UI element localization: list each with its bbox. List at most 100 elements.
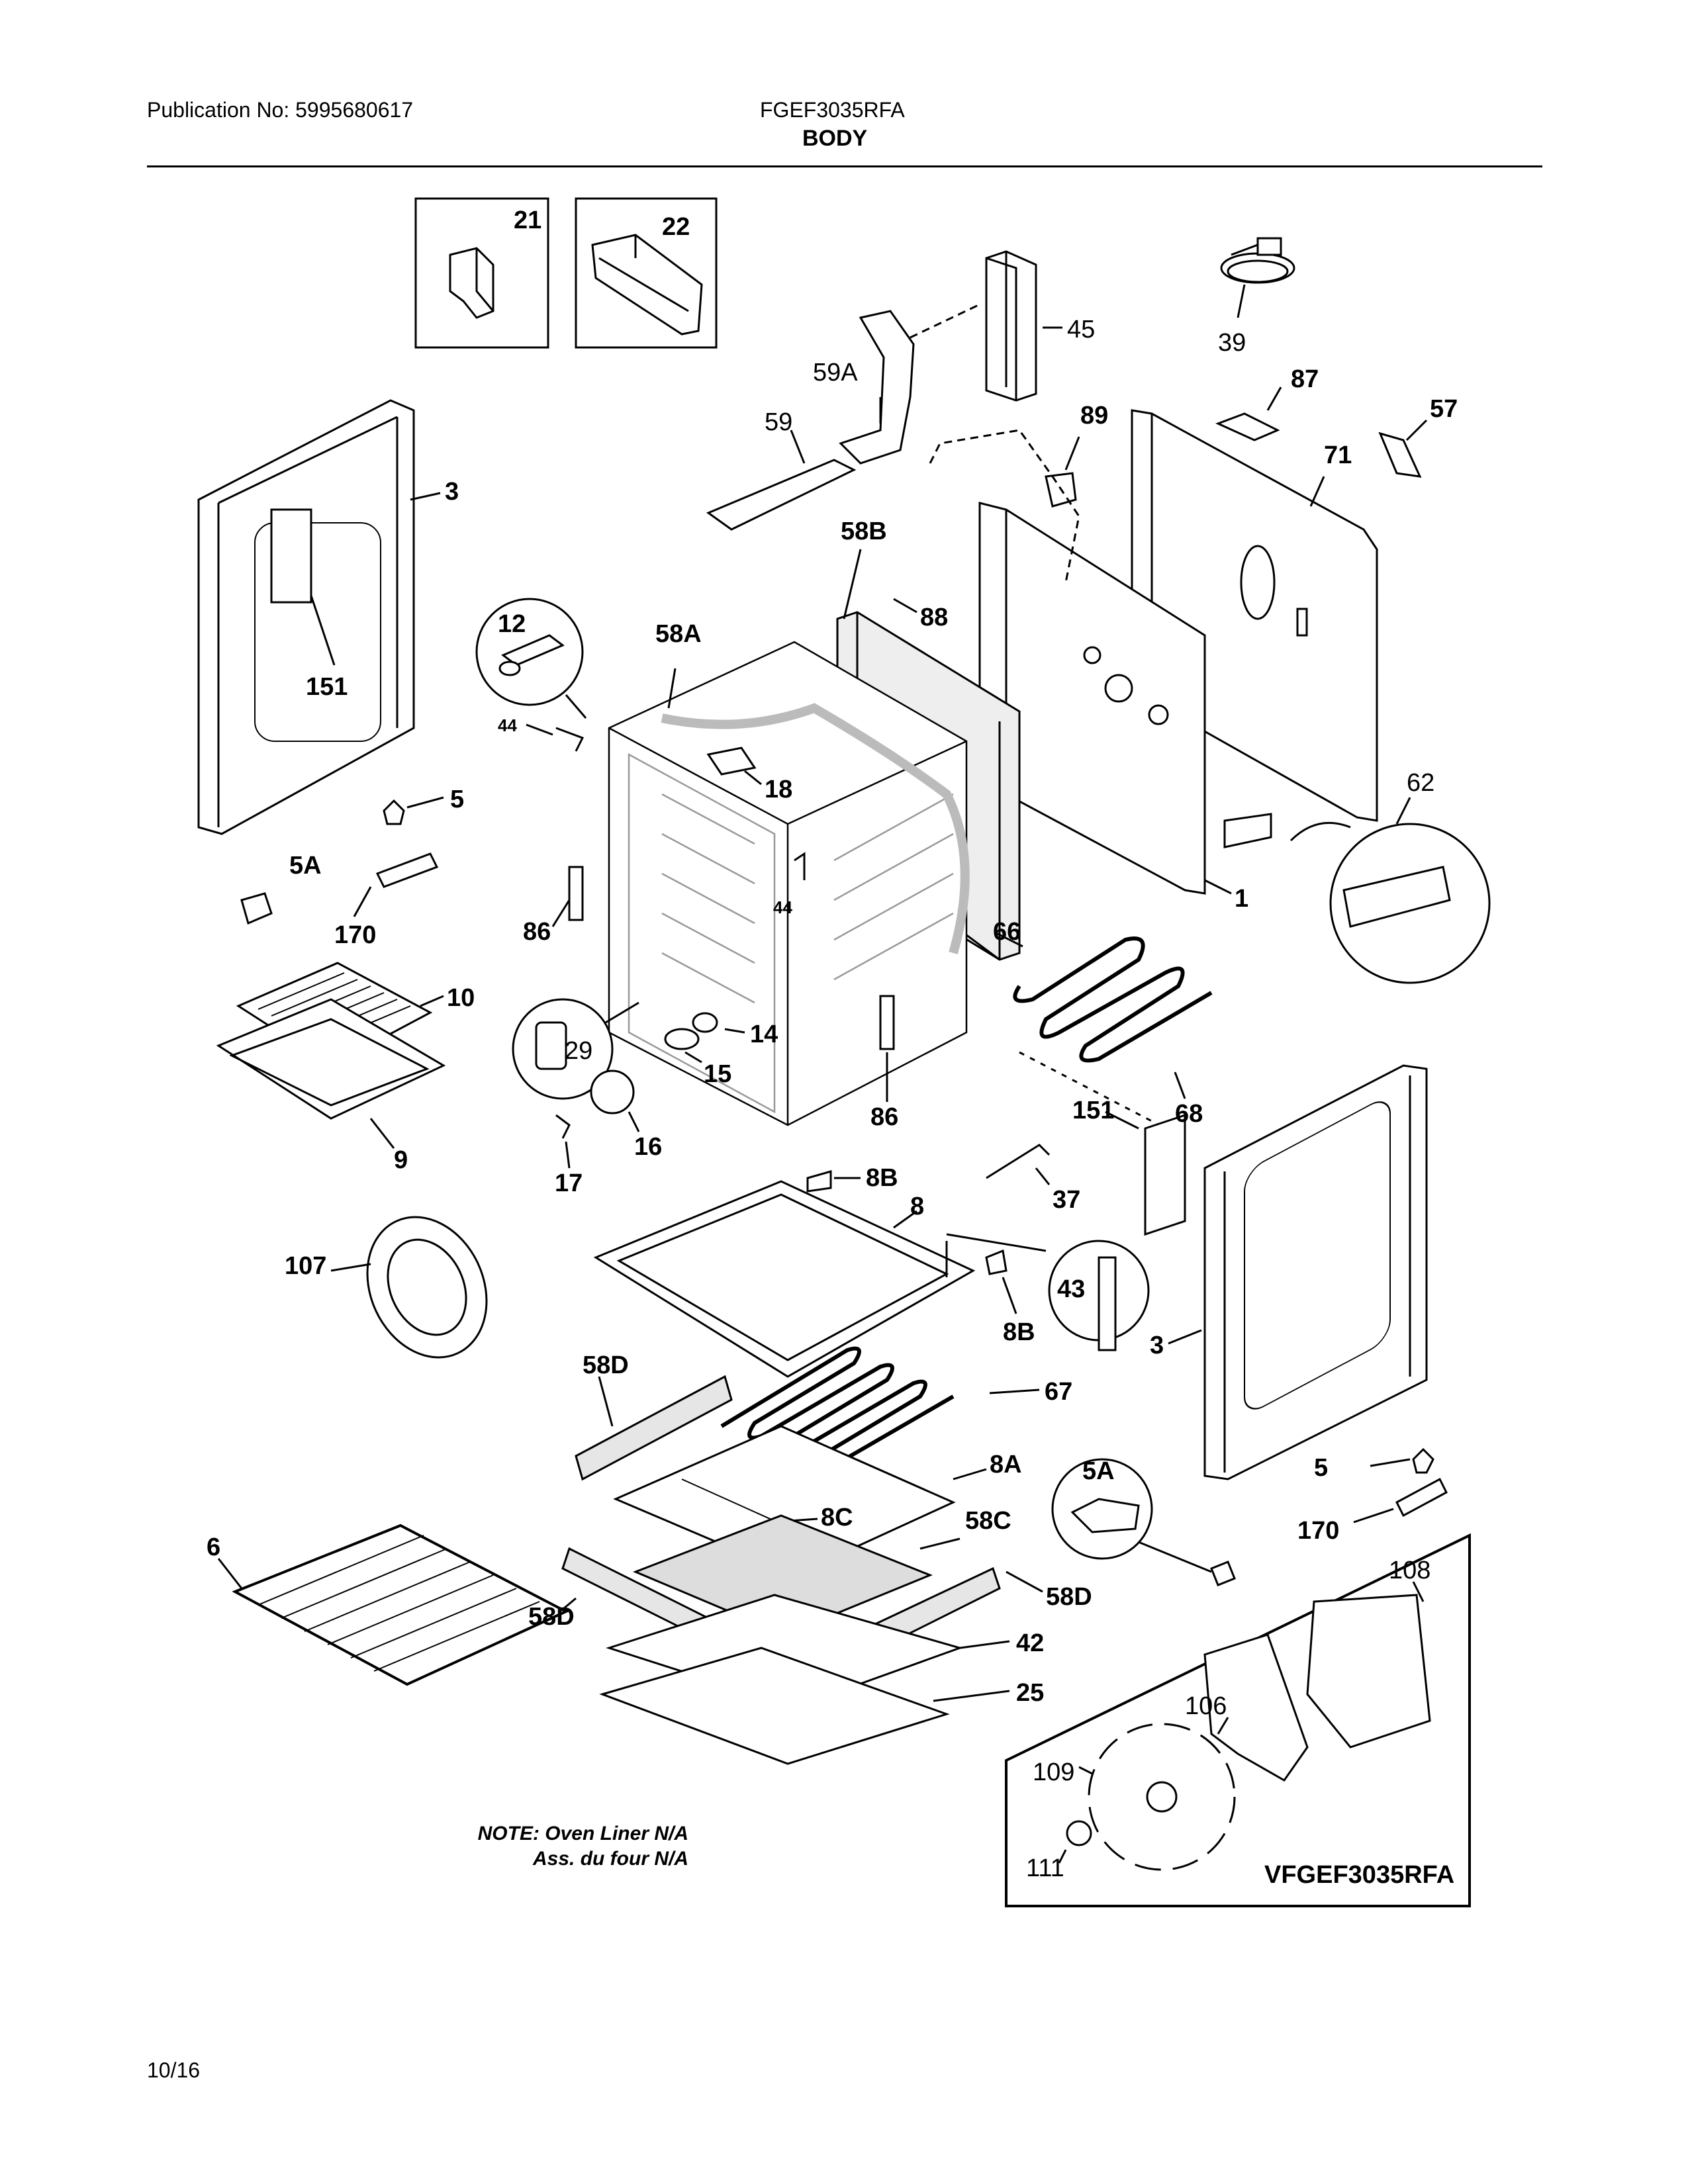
- label-9: 9: [394, 1146, 408, 1174]
- label-44a: 44: [498, 715, 517, 735]
- part-5-leveler-a: [383, 799, 405, 825]
- leader-14: [724, 1028, 745, 1034]
- label-170a: 170: [334, 921, 376, 949]
- leader-1: [1204, 879, 1232, 895]
- label-58A: 58A: [655, 620, 702, 648]
- leader-109: [1078, 1766, 1093, 1775]
- part-6-oven-rack: [232, 1524, 569, 1686]
- label-58B: 58B: [841, 518, 887, 545]
- leader-43: [945, 1233, 1047, 1277]
- part-62-terminal-block: [1342, 866, 1451, 928]
- label-45: 45: [1067, 316, 1095, 343]
- part-151-bracket-a: [270, 508, 312, 604]
- part-86-bracket-a: [568, 866, 584, 921]
- label-151a: 151: [306, 673, 348, 701]
- part-111-nut: [1066, 1820, 1092, 1846]
- label-8: 8: [910, 1193, 924, 1220]
- label-37: 37: [1053, 1186, 1080, 1214]
- label-111: 111: [1026, 1854, 1064, 1882]
- leader-170b: [1353, 1508, 1394, 1524]
- leader-108: [1412, 1581, 1425, 1602]
- leader-5Ab: [1138, 1541, 1212, 1573]
- leader-44a: [526, 723, 553, 736]
- part-37-sensor: [986, 1144, 1051, 1179]
- part-5A-leveler-detail: [1070, 1498, 1140, 1533]
- label-170b: 170: [1297, 1517, 1339, 1545]
- leader-107: [330, 1263, 371, 1272]
- leader-15: [684, 1051, 702, 1064]
- part-3-side-panel-right: [1203, 1064, 1428, 1480]
- label-1: 1: [1235, 885, 1248, 913]
- dash-59A-45: [910, 303, 980, 339]
- label-8Bb: 8B: [1003, 1318, 1035, 1346]
- label-3b: 3: [1150, 1332, 1164, 1359]
- part-57-grille: [1378, 432, 1422, 478]
- leader-8Bb: [1002, 1277, 1017, 1314]
- label-71: 71: [1324, 441, 1352, 469]
- part-87-plate: [1215, 412, 1280, 441]
- part-21-box: [414, 197, 549, 349]
- label-8Ba: 8B: [866, 1164, 898, 1192]
- label-5Ab: 5A: [1082, 1457, 1115, 1485]
- part-86-bracket-b: [879, 995, 895, 1050]
- label-106: 106: [1185, 1692, 1227, 1720]
- part-16-lens: [590, 1069, 635, 1115]
- part-59A-duct: [839, 310, 915, 465]
- part-12-switch: [498, 634, 565, 676]
- label-8C: 8C: [821, 1504, 853, 1531]
- part-22-bracket: [591, 234, 703, 336]
- part-151-bracket-b: [1144, 1113, 1186, 1236]
- leader-3a: [410, 492, 441, 501]
- leader-58Dc: [1006, 1570, 1043, 1593]
- leader-39: [1237, 284, 1246, 318]
- oven-liner-note: NOTE: Oven Liner N/A Ass. du four N/A: [437, 1821, 688, 1872]
- label-5b: 5: [1314, 1454, 1328, 1482]
- part-39-cord: [1220, 237, 1295, 284]
- leader-37: [1035, 1167, 1051, 1185]
- label-14: 14: [750, 1021, 778, 1048]
- leader-68: [1174, 1071, 1186, 1099]
- leader-10: [420, 995, 444, 1007]
- part-67-bake-element: [720, 1346, 955, 1473]
- note-line-2: Ass. du four N/A: [532, 1848, 688, 1870]
- part-8B-clip-a: [806, 1170, 832, 1193]
- leader-88: [893, 598, 917, 614]
- leader-8: [893, 1210, 917, 1229]
- note-line-1: NOTE: Oven Liner N/A: [477, 1823, 688, 1844]
- label-44b: 44: [773, 897, 792, 917]
- leader-58A: [667, 668, 677, 709]
- leader-106: [1217, 1717, 1229, 1735]
- part-14-socket: [692, 1012, 718, 1033]
- leader-58C: [919, 1537, 961, 1550]
- leader-151b: [1105, 1111, 1139, 1130]
- part-170-bracket-a: [375, 852, 439, 888]
- header-rule: [147, 165, 1542, 167]
- label-17: 17: [555, 1169, 583, 1197]
- leader-151a: [310, 595, 336, 666]
- leader-3b: [1168, 1329, 1202, 1345]
- label-86a: 86: [523, 918, 551, 946]
- label-108: 108: [1389, 1557, 1430, 1584]
- leader-18: [744, 770, 762, 786]
- leader-25: [933, 1690, 1010, 1702]
- leader-58Da: [598, 1376, 614, 1427]
- label-21: 21: [514, 206, 541, 234]
- label-42: 42: [1016, 1629, 1044, 1657]
- part-66-broil-element: [1013, 936, 1213, 1063]
- label-58C: 58C: [965, 1507, 1011, 1535]
- label-57: 57: [1430, 395, 1458, 423]
- label-89: 89: [1080, 402, 1108, 430]
- part-22-box: [575, 197, 718, 349]
- part-8B-clip-b: [985, 1249, 1008, 1275]
- label-16: 16: [634, 1133, 662, 1161]
- label-15: 15: [704, 1060, 731, 1088]
- leader-58B: [843, 549, 862, 619]
- leader-12: [565, 694, 587, 719]
- label-88: 88: [920, 604, 948, 631]
- leader-42: [959, 1640, 1010, 1649]
- leader-66: [996, 932, 1023, 948]
- page-number: 10/16: [147, 2058, 201, 2082]
- leader-111: [1058, 1849, 1067, 1864]
- label-43: 43: [1057, 1275, 1085, 1303]
